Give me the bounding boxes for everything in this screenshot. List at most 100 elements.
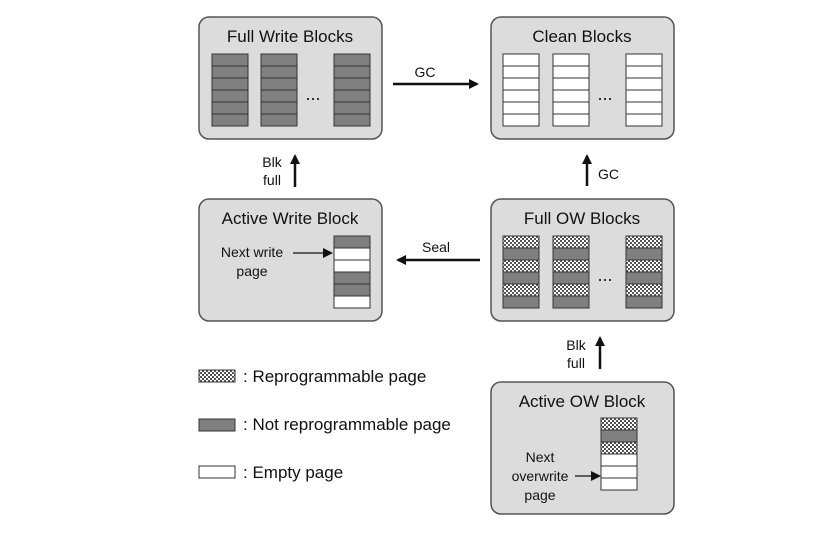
not-reprogrammable-page [333, 235, 371, 249]
not-reprogrammable-page [333, 101, 371, 115]
legend-label: : Not reprogrammable page [243, 415, 451, 434]
not-reprogrammable-page [625, 295, 663, 309]
blk-full-label: Blk [566, 337, 586, 353]
not-reprogrammable-page [600, 429, 638, 443]
block-column [333, 235, 371, 309]
active-ow-block-box: Active OW Block Next overwrite page [490, 381, 675, 515]
block-column [600, 417, 638, 491]
not-reprogrammable-page [333, 283, 371, 297]
empty-page [625, 101, 663, 115]
empty-page [625, 77, 663, 91]
empty-page [600, 477, 638, 491]
not-reprogrammable-page [211, 113, 249, 127]
reprogrammable-page [502, 259, 540, 273]
not-reprogrammable-page [260, 65, 298, 79]
gc-arrow-up-to-clean: GC [582, 154, 619, 186]
block-column [552, 53, 590, 127]
not-reprogrammable-page [260, 89, 298, 103]
empty-page [552, 113, 590, 127]
gc-arrow-to-clean: GC [393, 64, 479, 89]
full-ow-blocks-title: Full OW Blocks [524, 209, 640, 228]
empty-page [502, 53, 540, 67]
block-column [211, 53, 249, 127]
not-reprogrammable-page [625, 271, 663, 285]
block-column [333, 53, 371, 127]
empty-page [552, 101, 590, 115]
not-reprogrammable-page [502, 247, 540, 261]
empty-page [552, 65, 590, 79]
block-column [260, 53, 298, 127]
not-reprogrammable-page [552, 295, 590, 309]
not-reprogrammable-page [260, 77, 298, 91]
next-overwrite-page-label: Next [526, 449, 555, 465]
legend-item-reprogrammable: : Reprogrammable page [198, 367, 426, 386]
reprogrammable-page [502, 283, 540, 297]
gc-label: GC [598, 166, 619, 182]
not-reprogrammable-page [333, 271, 371, 285]
block-column [625, 53, 663, 127]
reprogrammable-page [625, 283, 663, 297]
reprogrammable-page [625, 259, 663, 273]
not-reprogrammable-page [625, 247, 663, 261]
reprogrammable-page [552, 259, 590, 273]
empty-page [333, 295, 371, 309]
not-reprogrammable-page [211, 77, 249, 91]
legend-label: : Reprogrammable page [243, 367, 426, 386]
seal-label: Seal [422, 239, 450, 255]
empty-page [552, 53, 590, 67]
empty-page [552, 77, 590, 91]
blk-full-label-2: full [263, 172, 281, 188]
reprogrammable-page [502, 235, 540, 249]
not-reprogrammable-page [552, 271, 590, 285]
not-reprogrammable-page [260, 113, 298, 127]
blk-full-label: Blk [262, 154, 282, 170]
reprogrammable-page [600, 417, 638, 431]
legend-item-empty: : Empty page [198, 463, 343, 482]
block-column [625, 235, 663, 309]
not-reprogrammable-page [211, 65, 249, 79]
clean-blocks-box: Clean Blocks ... [490, 16, 675, 140]
clean-blocks-title: Clean Blocks [532, 27, 631, 46]
empty-page [333, 259, 371, 273]
not-reprogrammable-page [211, 53, 249, 67]
full-ow-blocks-box: Full OW Blocks ... [490, 198, 675, 322]
not-reprogrammable-page [260, 101, 298, 115]
block-column [502, 53, 540, 127]
empty-page [333, 247, 371, 261]
reprogrammable-page [625, 235, 663, 249]
empty-page [502, 113, 540, 127]
not-reprogrammable-page [502, 271, 540, 285]
block-column [552, 235, 590, 309]
not-reprogrammable-swatch [198, 418, 236, 432]
block-column [502, 235, 540, 309]
empty-page [600, 465, 638, 479]
reprogrammable-page [552, 235, 590, 249]
next-write-page-label: Next write [221, 244, 283, 260]
blk-full-arrow-right: Blk full [566, 336, 605, 371]
seal-arrow: Seal [396, 239, 480, 265]
empty-page [502, 77, 540, 91]
active-write-block-box: Active Write Block Next write page [198, 198, 383, 322]
not-reprogrammable-page [552, 247, 590, 261]
full-write-blocks-title: Full Write Blocks [227, 27, 353, 46]
empty-page [625, 113, 663, 127]
reprogrammable-swatch [198, 369, 236, 383]
not-reprogrammable-page [333, 77, 371, 91]
empty-page [625, 65, 663, 79]
empty-page [600, 453, 638, 467]
legend-item-not-reprogrammable: : Not reprogrammable page [198, 415, 451, 434]
not-reprogrammable-page [333, 53, 371, 67]
active-write-block-title: Active Write Block [222, 209, 359, 228]
legend-label: : Empty page [243, 463, 343, 482]
blk-full-arrow-left: Blk full [262, 154, 300, 188]
ellipsis: ... [305, 84, 320, 104]
reprogrammable-page [600, 441, 638, 455]
blk-full-label-2: full [567, 355, 585, 371]
not-reprogrammable-page [333, 113, 371, 127]
not-reprogrammable-page [211, 89, 249, 103]
empty-page [625, 53, 663, 67]
not-reprogrammable-page [333, 89, 371, 103]
not-reprogrammable-page [260, 53, 298, 67]
next-overwrite-page-label-2: overwrite [512, 468, 569, 484]
